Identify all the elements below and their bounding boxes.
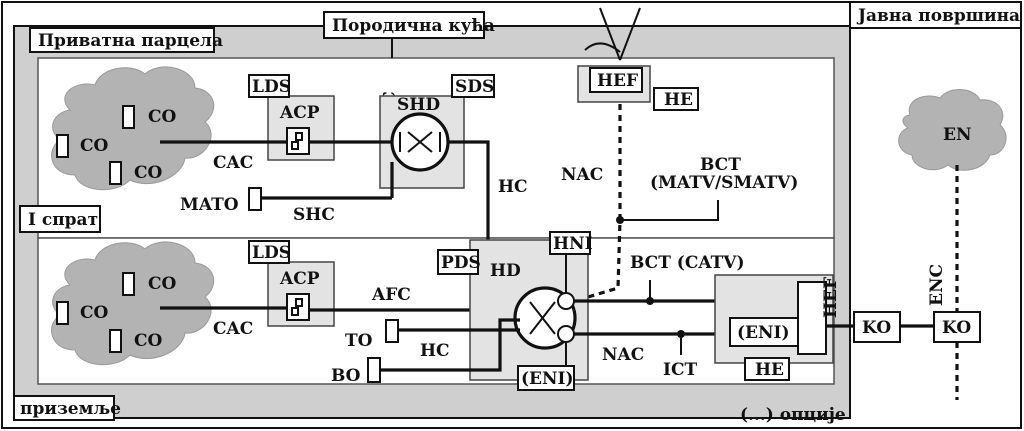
cloud-en: [898, 89, 1007, 171]
patch-icon: [286, 293, 310, 321]
co-label: CO: [148, 107, 177, 127]
lds-box: [248, 240, 290, 264]
family-house-tag: [323, 11, 485, 39]
co-label: CO: [80, 303, 109, 323]
hd-label: HD: [490, 261, 521, 281]
acp-label: ACP: [279, 269, 320, 289]
bo-cable: [380, 318, 520, 372]
co-outlet: [122, 105, 135, 129]
ground-floor-tag: [13, 395, 115, 421]
eni-box-hd: [517, 365, 575, 391]
acp-label: ACP: [279, 103, 320, 123]
co-outlet: [122, 272, 135, 296]
afc-label-ground: AFC: [371, 285, 411, 305]
co-label: CO: [134, 331, 163, 351]
antenna-icon: [584, 7, 641, 61]
hc-label-floor1: HC: [498, 177, 528, 197]
family-house-label: Породична кућа: [332, 16, 495, 36]
mato-label: MATO: [180, 195, 239, 215]
options-note: (...) опције: [740, 405, 846, 425]
co-outlet: [56, 301, 69, 325]
splitter-icon: [390, 112, 450, 172]
private-parcel-tag: [29, 27, 215, 53]
hef-label-ground: HEF: [821, 277, 841, 318]
co-outlet: [109, 329, 122, 353]
pds-label: PDS: [441, 253, 481, 273]
private-parcel-label: Приватна парцела: [38, 31, 223, 51]
pds-box: [437, 249, 479, 275]
en-label: EN: [943, 125, 972, 145]
he-box-ground: [744, 357, 790, 381]
mato-outlet: [248, 187, 262, 211]
hc-label-ground: HC: [420, 341, 450, 361]
hef-label-top: HEF: [597, 71, 638, 91]
nac-dashed-link: [577, 104, 622, 302]
ko-label-private: KO: [862, 318, 891, 338]
patch-icon: [286, 127, 310, 155]
to-label: TO: [345, 331, 373, 351]
eni-box-he: [729, 317, 799, 347]
cac-label-floor1: CAC: [213, 153, 253, 173]
lds-label: LDS: [252, 243, 291, 263]
co-label: CO: [134, 163, 163, 183]
shc-label: SHC: [293, 205, 335, 225]
public-area-label: Јавна површина: [856, 6, 1020, 26]
hef-box-ground: [797, 281, 827, 355]
eni-label-hd: (ENI): [521, 369, 574, 389]
hni-box: [549, 231, 591, 255]
co-outlet: [56, 134, 69, 158]
he-box-top: [653, 87, 699, 111]
bo-label: BO: [331, 366, 361, 386]
bct-matv-label: BCT: [700, 155, 741, 175]
co-label: CO: [80, 136, 109, 156]
bo-outlet: [367, 357, 381, 383]
sds-label: SDS: [455, 77, 494, 97]
floor1-tag: [19, 205, 101, 233]
cac-label-ground: CAC: [213, 319, 253, 339]
co-label: CO: [148, 274, 177, 294]
floor1-label: I спрат: [28, 210, 98, 230]
ground-floor-label: приземље: [20, 399, 121, 419]
nac-label-ground: NAC: [602, 345, 644, 365]
to-outlet: [385, 319, 399, 343]
he-label-ground: HE: [755, 360, 784, 380]
bct-catv-label: BCT (CATV): [630, 253, 745, 273]
bct-matv-pointer: [620, 200, 719, 221]
sds-box: [451, 74, 495, 98]
ict-label: ICT: [663, 360, 697, 380]
co-outlet: [109, 161, 122, 185]
enc-label: ENC: [927, 264, 947, 306]
eni-label-he: (ENI): [737, 323, 790, 343]
shd-label: SHD: [397, 95, 440, 115]
distributor-icon: [513, 286, 577, 350]
nac-label-floor1: NAC: [561, 165, 603, 185]
ko-label-public: KO: [942, 318, 971, 338]
bct-matv-sub-label: (MATV/SMATV): [650, 173, 798, 193]
hef-box-top: [589, 67, 643, 93]
cloud-ground-floor: [51, 241, 215, 366]
lds-box: [248, 74, 290, 98]
lds-label: LDS: [252, 77, 291, 97]
hni-label: HNI: [553, 234, 593, 254]
public-area-tag: [849, 1, 1022, 29]
he-label-top: HE: [664, 90, 693, 110]
